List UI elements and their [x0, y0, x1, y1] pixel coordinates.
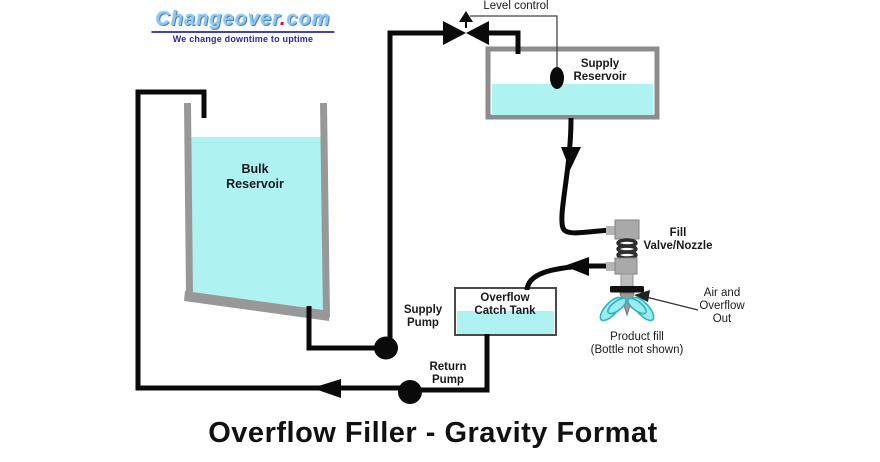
logo-tagline: We change downtime to uptime	[172, 34, 314, 44]
logo-brand-dot: .	[279, 8, 287, 30]
label-line: Pump	[407, 317, 439, 329]
label-line: Supply	[403, 304, 443, 316]
label-line: Reservoir	[226, 177, 284, 191]
catch-tank-liquid	[457, 311, 554, 334]
logo-brand-tld: com	[286, 8, 331, 30]
valve-left-triangle	[443, 21, 466, 45]
valve-actuator-arrow-icon	[459, 11, 473, 22]
air-overflow-pointer-arrow-icon	[634, 290, 650, 302]
label-line: Catch Tank	[474, 305, 536, 317]
label-line: Air and	[703, 287, 741, 299]
supply-reservoir-label: Supply Reservoir	[573, 58, 626, 84]
spray-right-inner	[627, 297, 647, 315]
product-fill-label: Product fill (Bottle not shown)	[591, 331, 684, 357]
level-control-valve-icon	[443, 11, 489, 45]
supply-pump-icon	[374, 336, 398, 360]
nozzle-flange	[610, 286, 644, 293]
valve-right-triangle	[466, 21, 489, 45]
air-overflow-pointer-line	[645, 296, 699, 311]
label-line: Out	[712, 313, 732, 325]
reservoir-to-valve-pipe	[559, 117, 614, 236]
spray-icon	[599, 296, 655, 322]
label-line: Overflow	[480, 292, 530, 304]
valve-lower-body	[614, 257, 638, 275]
bulk-reservoir-label: Bulk Reservoir	[226, 162, 284, 192]
supply-reservoir-tank	[485, 46, 660, 120]
page-title: Overflow Filler - Gravity Format	[208, 417, 658, 449]
valve-upper-body	[614, 219, 640, 240]
return-flow-arrow-icon	[312, 379, 341, 398]
valve-top-inlet-stub	[606, 226, 618, 235]
logo-brand-name: Changeover	[155, 8, 280, 30]
label-line: (Bottle not shown)	[590, 344, 684, 356]
supply-reservoir-liquid	[492, 84, 653, 115]
supply-riser-pipe	[387, 30, 444, 344]
label-line: Return	[429, 361, 467, 373]
overflow-catch-tank	[454, 287, 557, 336]
label-line: Product fill	[610, 331, 664, 343]
label-line: Valve/Nozzle	[643, 240, 713, 252]
logo-brand-text: Changeover.com	[151, 8, 335, 33]
bulk-reservoir-tank	[184, 103, 330, 321]
down-flow-arrow-icon	[561, 147, 581, 170]
catch-tank-outlet-pipe	[420, 334, 490, 393]
return-pump-label: Return Pump	[429, 361, 466, 387]
bulk-reservoir-bottom	[184, 291, 330, 321]
label-line: Overflow	[699, 300, 745, 312]
fill-valve-nozzle	[599, 219, 655, 322]
overflow-flow-arrow-icon	[564, 257, 589, 276]
nozzle-stem	[620, 273, 634, 288]
logo: Changeover.com We change downtime to upt…	[151, 8, 335, 44]
valve-lower-inlet-stub	[606, 262, 618, 271]
label-line: Reservoir	[573, 71, 627, 83]
label-line: Fill	[669, 227, 687, 239]
overflow-catch-tank-label: Overflow Catch Tank	[474, 292, 535, 318]
level-control-label: Level control	[483, 0, 549, 12]
fill-valve-label: Fill Valve/Nozzle	[643, 227, 712, 253]
air-overflow-label: Air and Overflow Out	[699, 287, 744, 326]
level-control-line	[470, 15, 558, 67]
bulk-reservoir-right-wall	[320, 103, 330, 317]
bulk-reservoir-left-wall	[184, 103, 193, 296]
label-line: Pump	[432, 374, 464, 386]
overflow-return-pipe	[524, 263, 615, 291]
valve-spring	[616, 238, 638, 260]
label-line: Bulk	[241, 162, 269, 176]
supply-pump-label: Supply Pump	[404, 304, 442, 330]
valve-to-reservoir-pipe	[488, 30, 521, 54]
return-pump-icon	[398, 380, 422, 404]
spray-left-inner	[607, 297, 627, 315]
return-pipe	[135, 89, 400, 391]
label-line: Supply	[580, 58, 620, 70]
bulk-outlet-pipe	[306, 306, 380, 351]
bulk-reservoir-liquid	[191, 137, 323, 312]
level-float	[550, 67, 564, 89]
